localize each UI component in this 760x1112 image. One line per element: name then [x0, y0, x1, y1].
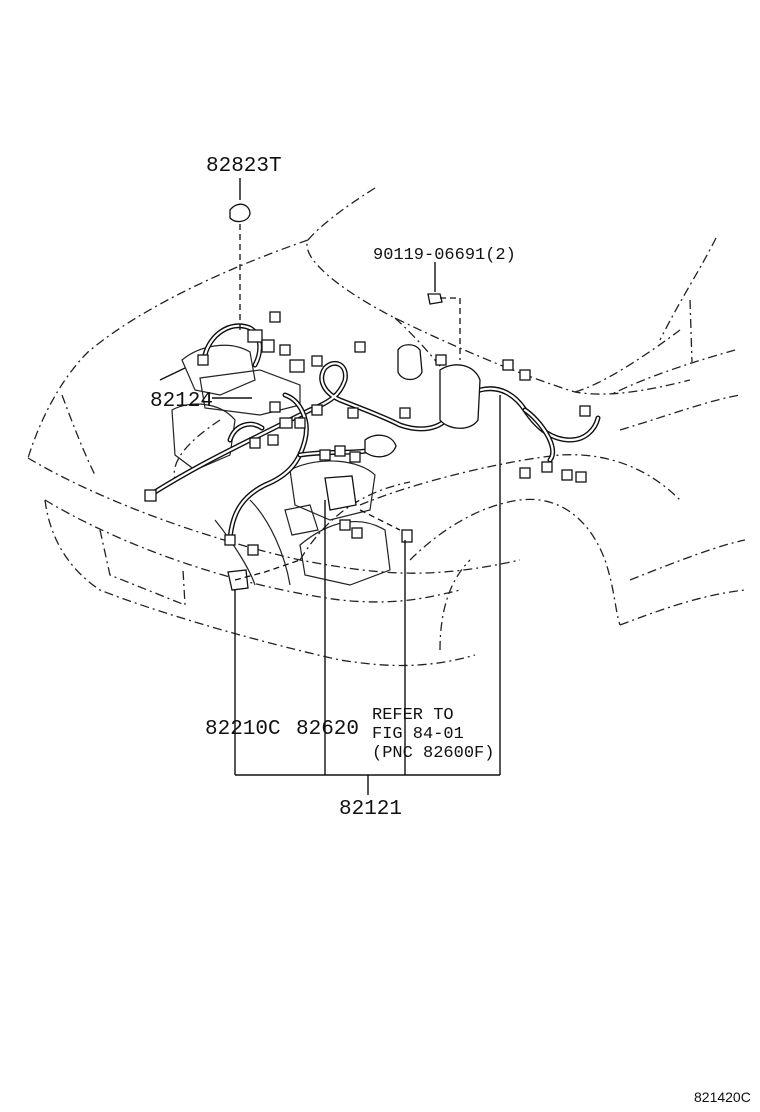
figure-code: 821420C [694, 1089, 751, 1105]
label-82620: 82620 [296, 718, 359, 741]
solid-leaders [159, 178, 501, 795]
label-refer-to: REFER TO [372, 706, 454, 725]
label-82210C: 82210C [205, 718, 281, 741]
car-body-outline [27, 187, 746, 667]
wire-harness [147, 323, 601, 543]
label-refer-pnc: (PNC 82600F) [372, 744, 494, 763]
label-refer-fig: FIG 84-01 [372, 725, 464, 744]
label-82124: 82124 [150, 390, 213, 413]
label-90119-06691: 90119-06691(2) [373, 246, 516, 265]
label-82121: 82121 [339, 798, 402, 821]
dashed-leaders [234, 224, 461, 581]
connectors [144, 203, 591, 591]
label-82823T: 82823T [206, 155, 282, 178]
